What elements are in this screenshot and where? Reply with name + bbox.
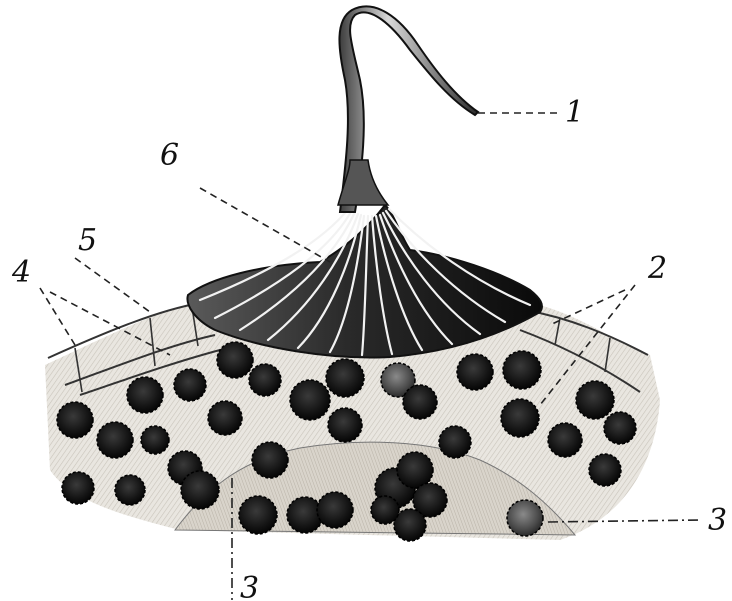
cell bbox=[217, 342, 253, 378]
label-5: 5 bbox=[78, 223, 97, 258]
cell bbox=[115, 475, 145, 505]
cell bbox=[239, 496, 277, 534]
cell bbox=[208, 401, 242, 435]
cell bbox=[252, 442, 288, 478]
cell bbox=[371, 496, 399, 524]
label-3-bottom: 3 bbox=[240, 571, 259, 601]
cell bbox=[62, 472, 94, 504]
cell bbox=[181, 471, 219, 509]
cell bbox=[403, 385, 437, 419]
label-3-right: 3 bbox=[708, 503, 727, 538]
cell bbox=[317, 492, 353, 528]
cell bbox=[604, 412, 636, 444]
cell bbox=[141, 426, 169, 454]
cell bbox=[507, 500, 543, 536]
cell bbox=[439, 426, 471, 458]
cell bbox=[174, 369, 206, 401]
label-4: 4 bbox=[11, 255, 31, 290]
label-6: 6 bbox=[160, 138, 179, 173]
cell bbox=[576, 381, 614, 419]
label-1: 1 bbox=[565, 95, 584, 130]
cell bbox=[290, 380, 330, 420]
cell bbox=[589, 454, 621, 486]
cell bbox=[249, 364, 281, 396]
cell bbox=[127, 377, 163, 413]
cell bbox=[548, 423, 582, 457]
cell bbox=[501, 399, 539, 437]
label-2: 2 bbox=[647, 251, 667, 286]
cell bbox=[97, 422, 133, 458]
cell bbox=[326, 359, 364, 397]
cell bbox=[457, 354, 493, 390]
cell bbox=[503, 351, 541, 389]
cell bbox=[328, 408, 362, 442]
cell bbox=[57, 402, 93, 438]
cell bbox=[394, 509, 426, 541]
